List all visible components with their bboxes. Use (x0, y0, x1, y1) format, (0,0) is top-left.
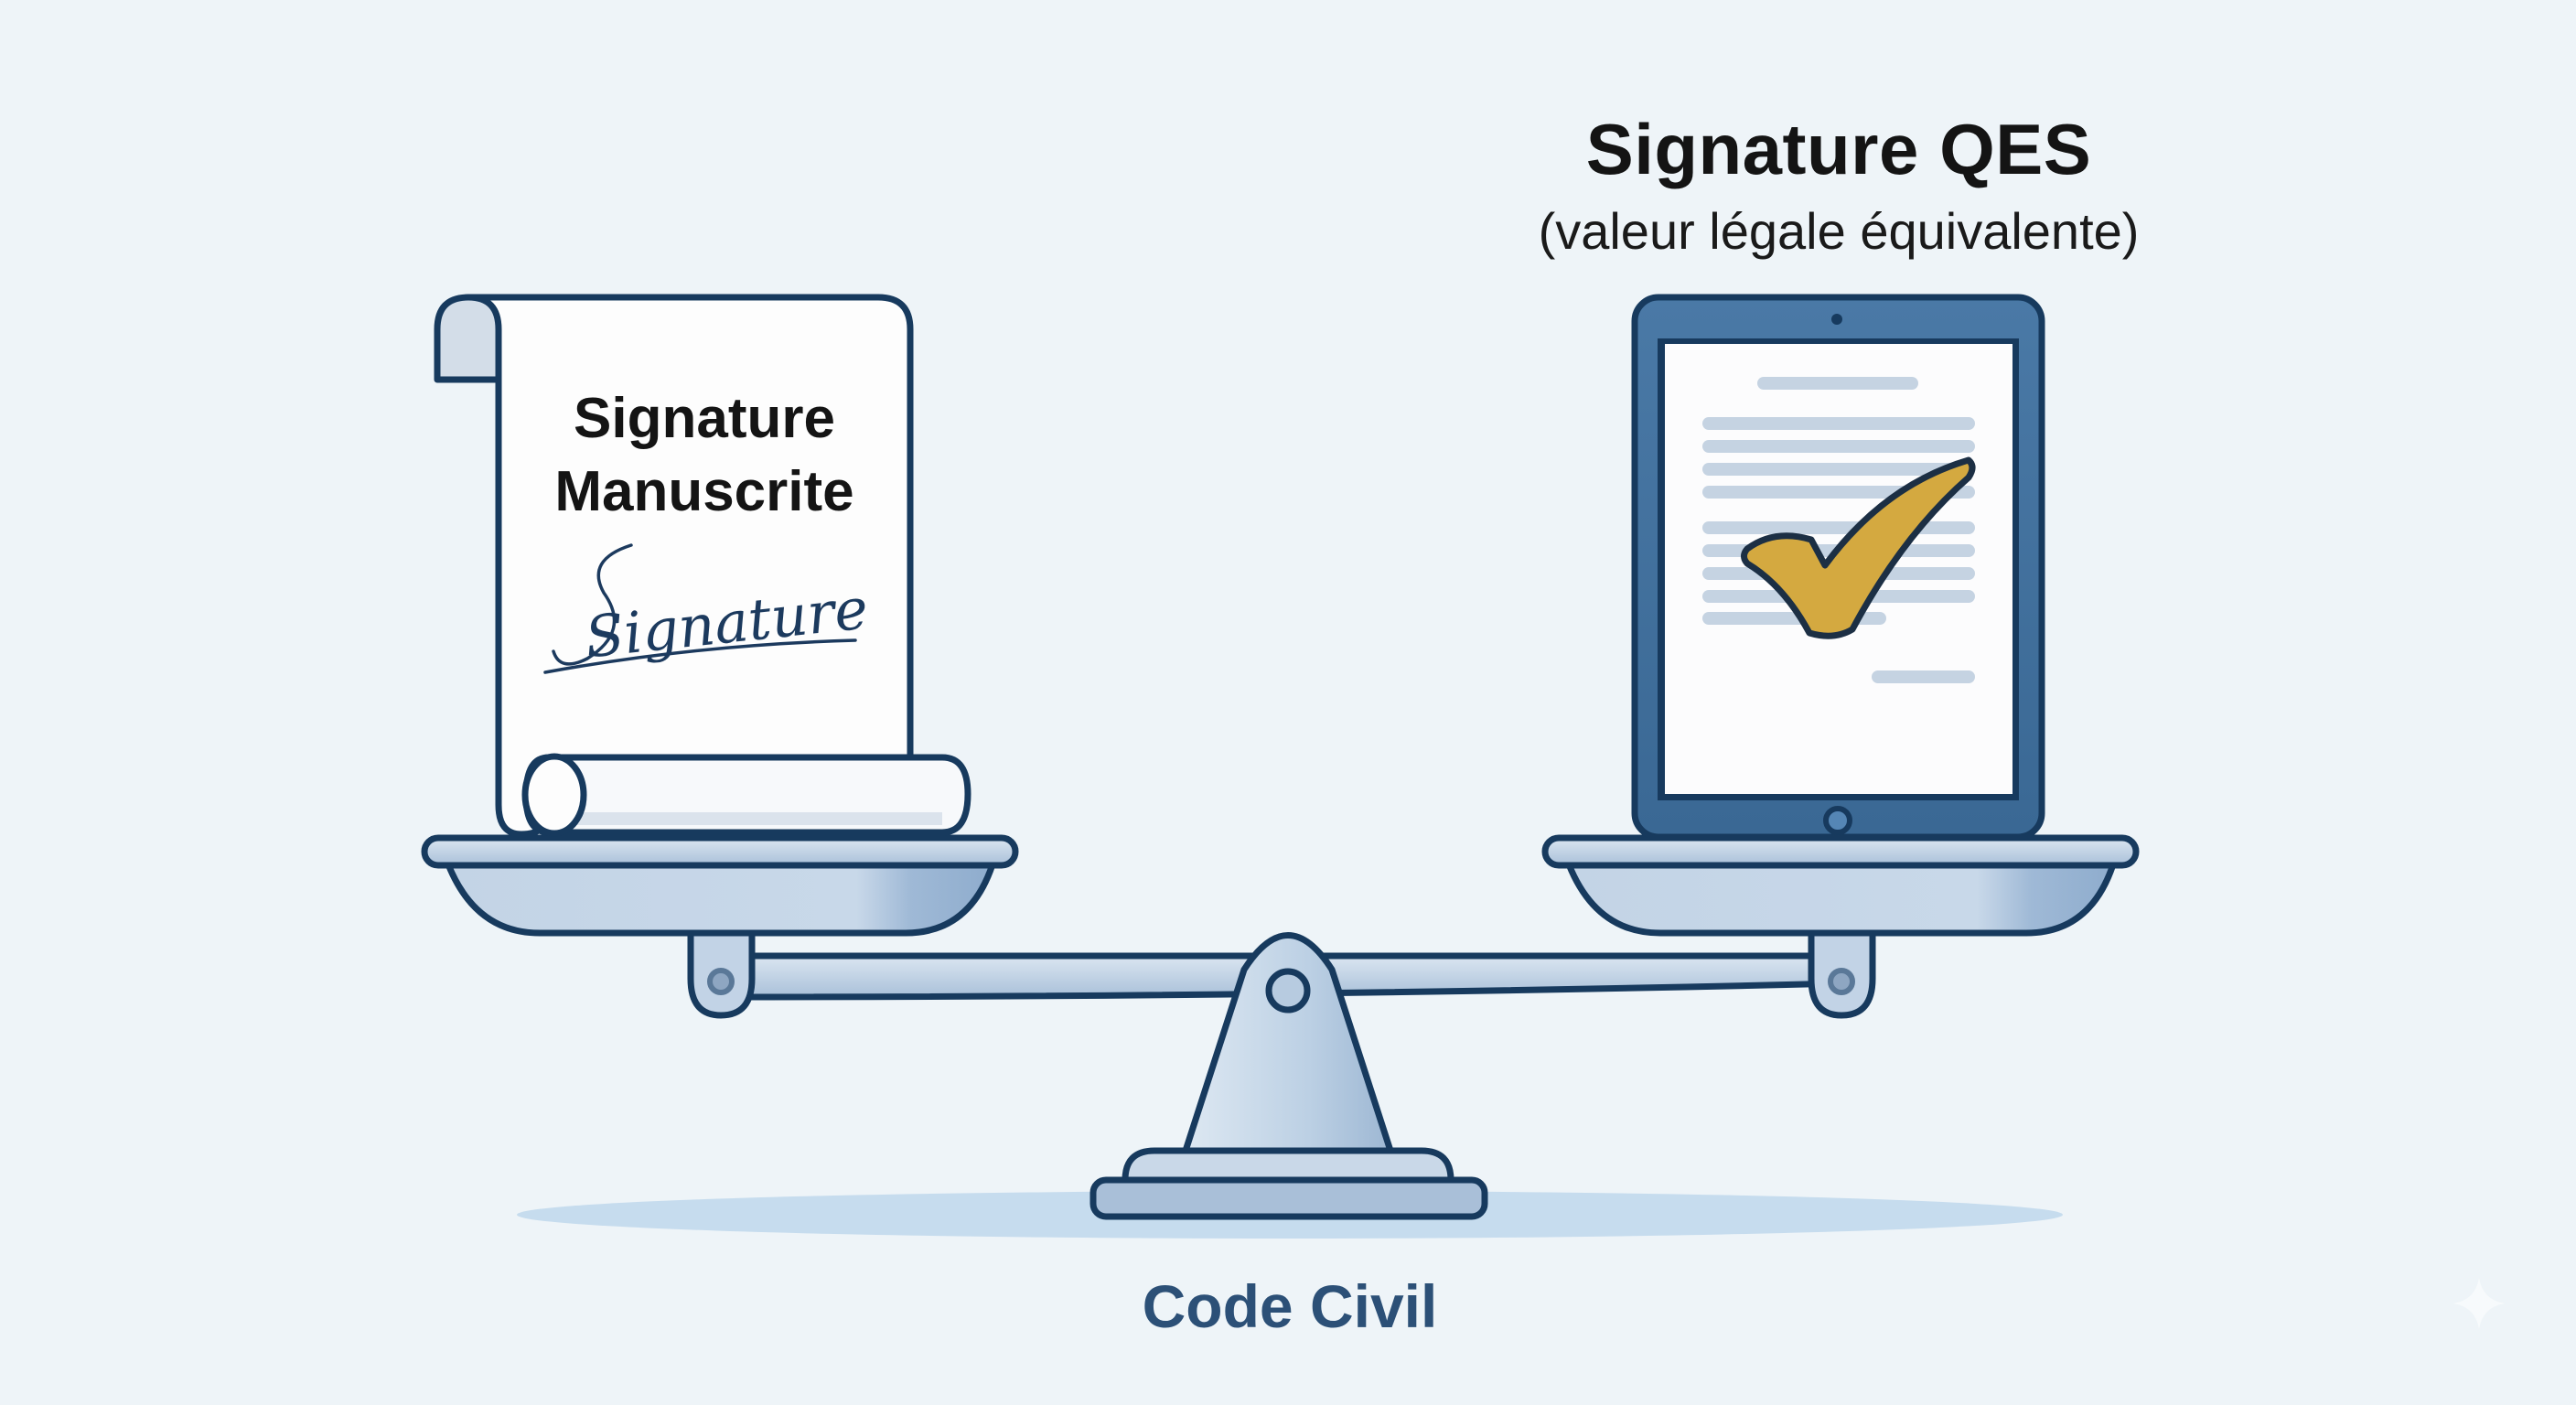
scroll-title-line2: Manuscrite (554, 460, 854, 523)
fulcrum-stand (1089, 932, 1488, 1220)
right-hanger (1808, 925, 1876, 1019)
handwritten-signature (543, 543, 857, 674)
checkmark-icon (1741, 456, 1976, 639)
left-hanger (687, 925, 756, 1019)
sparkle-icon (2453, 1278, 2505, 1329)
qes-subtitle: (valeur légale équivalente) (1538, 202, 2140, 260)
tablet-home-button (1823, 806, 1852, 835)
tablet-device (1631, 294, 2045, 841)
scroll-title: Signature Manuscrite (476, 382, 933, 529)
scroll-title-line1: Signature (574, 387, 835, 450)
left-pan (421, 834, 1019, 937)
base-label: Code Civil (1142, 1272, 1438, 1340)
paper-scroll: Signature (434, 294, 971, 838)
fulcrum-pivot (1265, 968, 1311, 1014)
qes-title: Signature QES (1585, 109, 2092, 189)
right-pan (1541, 834, 2140, 937)
tablet-camera (1831, 314, 1842, 325)
